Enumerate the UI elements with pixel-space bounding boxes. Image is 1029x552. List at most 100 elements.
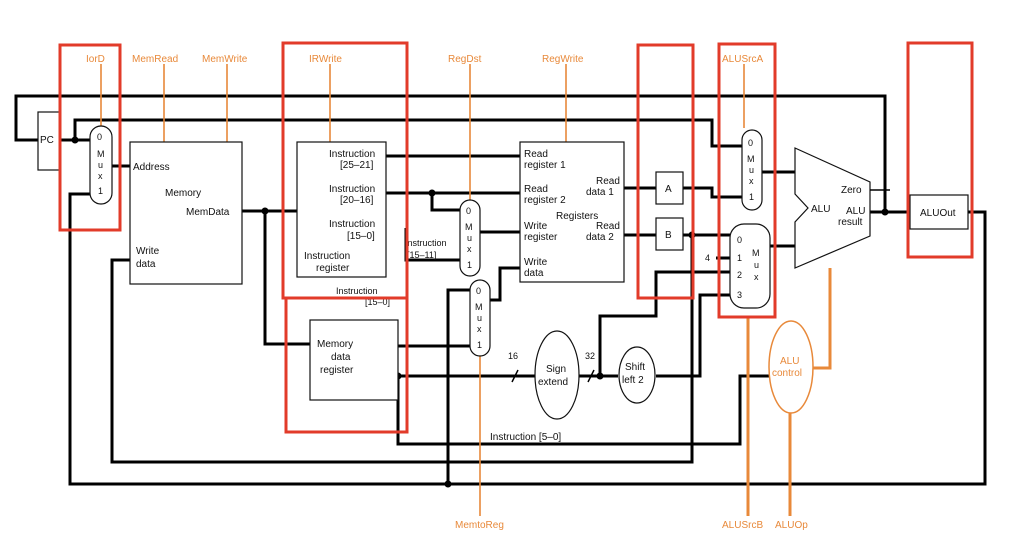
svg-text:data: data [136,259,156,270]
highlight-boxes [58,41,974,434]
svg-text:Instruction: Instruction [329,184,375,195]
svg-text:register: register [316,263,350,274]
svg-text:Instruction: Instruction [329,219,375,230]
alusrca-label: ALUSrcA [722,54,763,65]
svg-text:result: result [838,217,863,228]
width-16-label: 16 [508,351,518,361]
svg-text:[15–11]: [15–11] [407,250,436,260]
svg-text:[15–0]: [15–0] [347,231,375,242]
pc-label: PC [40,135,54,146]
svg-text:data: data [524,268,544,279]
svg-text:u: u [477,313,482,323]
memread-label: MemRead [132,54,178,65]
svg-text:0: 0 [737,235,742,245]
svg-text:u: u [98,160,103,170]
alusrca-mux: 0 M u x 1 [741,129,763,211]
instruction-register: Instruction [25–21] Instruction [20–16] … [296,141,387,278]
memory-data-register: Memory data register [309,319,399,401]
memwrite-label: MemWrite [202,54,248,65]
svg-text:0: 0 [748,138,753,148]
svg-text:M: M [465,222,473,232]
svg-text:Instruction: Instruction [304,251,350,262]
svg-text:ALU: ALU [780,356,799,367]
irwrite-label: IRWrite [309,54,342,65]
svg-text:x: x [98,171,103,181]
svg-text:left 2: left 2 [622,375,644,386]
memtoreg-mux: 0 M u x 1 [469,279,491,357]
iord-label: IorD [86,54,105,65]
svg-text:M: M [475,302,483,312]
instr-5-0-label: Instruction [5–0] [490,432,561,443]
svg-text:[20–16]: [20–16] [340,195,374,206]
aluop-label: ALUOp [775,520,808,531]
svg-text:Write: Write [524,257,548,268]
memory-unit: Address Memory MemData Write data [129,141,243,285]
svg-text:x: x [754,272,759,282]
aluout-register: ALUOut [909,194,969,230]
svg-text:ALU: ALU [811,204,830,215]
svg-text:0: 0 [476,286,481,296]
svg-text:Read: Read [596,176,620,187]
width-32-label: 32 [585,351,595,361]
svg-text:3: 3 [737,290,742,300]
svg-text:A: A [665,184,672,195]
svg-text:1: 1 [737,253,742,263]
highlight-mdr [284,296,409,434]
wire-junctions [71,136,889,488]
svg-text:2: 2 [737,270,742,280]
iord-mux: 0 M u x 1 [89,125,113,205]
svg-text:control: control [772,368,802,379]
memory-title: Memory [165,188,201,199]
register-a: A [655,171,684,205]
svg-text:1: 1 [477,340,482,350]
shift-left-2: Shift left 2 [618,346,656,404]
svg-text:Instruction: Instruction [329,149,375,160]
svg-text:register 2: register 2 [524,195,566,206]
svg-text:data: data [331,352,351,363]
ir-15-0-label: Instruction [336,286,378,296]
regdst-label: RegDst [448,54,482,65]
highlight-aluout [906,41,974,259]
svg-text:1: 1 [467,260,472,270]
svg-text:[25–21]: [25–21] [340,160,374,171]
pc-register: PC [37,111,61,171]
svg-text:Write: Write [524,221,548,232]
address-port: Address [133,162,170,173]
svg-text:Sign: Sign [546,364,566,375]
constant-four: 4 [705,253,710,263]
registers-title: Registers [556,211,598,222]
svg-text:ALU: ALU [846,206,865,217]
svg-text:Read: Read [596,221,620,232]
svg-text:0: 0 [466,206,471,216]
svg-text:1: 1 [749,192,754,202]
svg-text:data 1: data 1 [586,187,614,198]
memdata-port: MemData [186,207,230,218]
svg-text:Read: Read [524,184,548,195]
svg-text:Zero: Zero [841,185,862,196]
svg-text:0: 0 [97,132,102,142]
alusrcb-mux: 0 1 2 3 M u x [729,223,771,309]
svg-text:register: register [524,232,558,243]
register-file: Read register 1 Read register 2 Register… [519,141,625,283]
svg-text:[15–0]: [15–0] [365,297,390,307]
svg-text:Read: Read [524,149,548,160]
svg-text:u: u [754,260,759,270]
svg-text:data 2: data 2 [586,232,614,243]
memtoreg-label: MemtoReg [455,520,504,531]
register-b: B [655,217,684,251]
svg-text:register 1: register 1 [524,160,566,171]
svg-text:M: M [747,154,755,164]
svg-text:x: x [467,244,472,254]
svg-text:u: u [749,165,754,175]
svg-text:Shift: Shift [625,362,645,373]
svg-text:extend: extend [538,377,568,388]
instr-15-11-label: Instruction [405,238,447,248]
svg-text:M: M [97,149,105,159]
svg-text:ALUOut: ALUOut [920,208,956,219]
svg-text:Memory: Memory [317,339,353,350]
alusrcb-label: ALUSrcB [722,520,763,531]
highlight-iord [58,43,122,232]
data-wires [14,94,987,486]
svg-text:B: B [665,230,672,241]
